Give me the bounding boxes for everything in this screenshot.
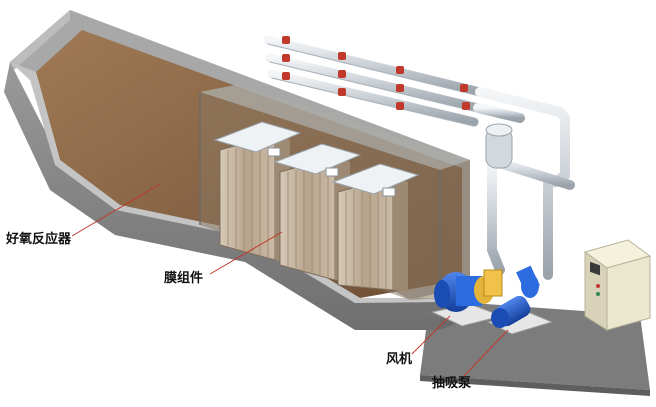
label-membrane-module: 膜组件 [164, 267, 203, 286]
label-blower: 风机 [386, 348, 412, 367]
control-cabinet [585, 240, 650, 330]
vertical-tank [486, 124, 512, 168]
label-suction-pump: 抽吸泵 [432, 372, 471, 391]
label-aerobic-reactor: 好氧反应器 [6, 228, 71, 247]
